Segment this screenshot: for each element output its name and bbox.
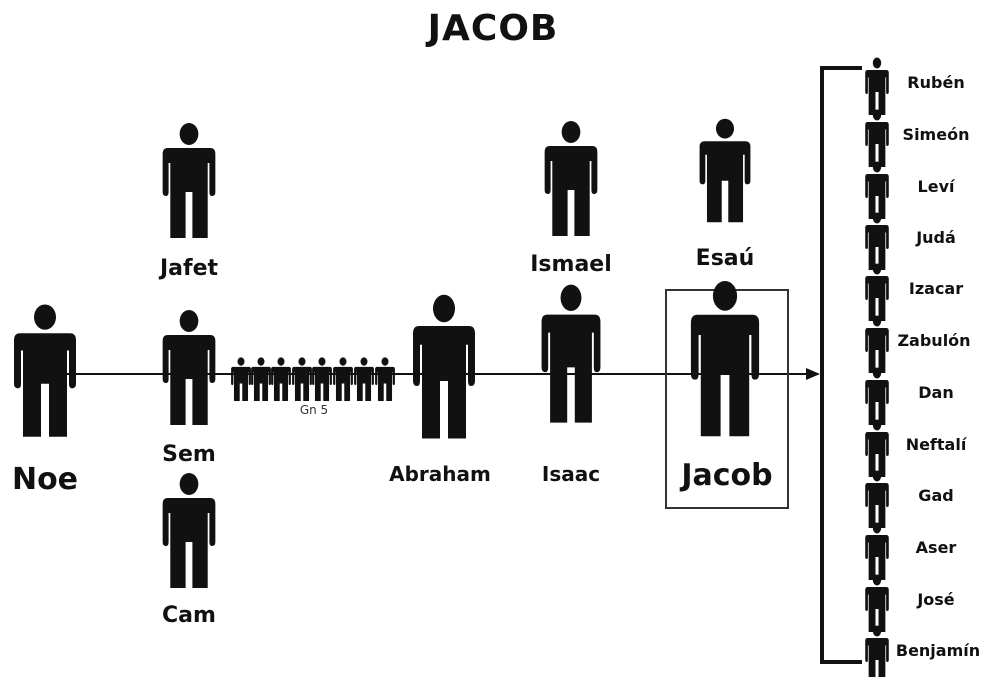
son-figure-7 [865,367,889,425]
isaac-label: Isaac [541,462,601,486]
jafet-label: Jafet [159,256,219,281]
son-label-11: José [917,590,955,609]
son-label-1: Rubén [907,73,965,92]
son-figure-8 [865,419,889,477]
jafet-figure [162,123,216,238]
son-label-5: Izacar [908,279,964,298]
diagram-title: JACOB [427,8,559,49]
son-figure-2 [865,109,889,167]
abraham-label: Abraham [389,462,491,486]
noe-figure [14,304,76,437]
sons-bracket [820,66,862,664]
isaac-figure [541,284,601,423]
cam-figure [162,473,216,588]
son-figure-4 [865,212,889,270]
generation-figure [375,357,395,402]
ismael-figure [544,121,598,236]
generation-figure [292,357,312,402]
son-label-8: Neftalí [905,435,967,454]
sem-figure [162,310,216,425]
generation-figure [312,357,332,402]
son-figure-3 [865,161,889,219]
son-label-9: Gad [918,486,954,505]
sem-label: Sem [162,442,216,467]
cam-label: Cam [162,603,216,628]
timeline-arrowhead [806,368,820,380]
son-figure-12 [865,625,889,677]
son-label-12: Benjamín [895,641,981,660]
ismael-label: Ismael [530,252,612,277]
son-label-7: Dan [918,383,954,402]
son-label-6: Zabulón [897,331,971,350]
generation-figure [271,357,291,402]
generation-figure [251,357,271,402]
jacob-figure [690,281,760,437]
generation-figure [333,357,353,402]
generation-figure [354,357,374,402]
son-label-3: Leví [917,177,955,196]
son-figure-1 [865,57,889,115]
abraham-figure [413,294,475,439]
son-figure-5 [865,263,889,321]
son-figure-10 [865,522,889,580]
jacob-label: Jacob [681,458,773,493]
esau-figure [699,118,751,223]
son-label-10: Aser [915,538,957,557]
son-figure-6 [865,315,889,373]
noe-label: Noe [11,462,79,497]
son-label-2: Simeón [902,125,970,144]
generations-label: Gn 5 [299,403,329,417]
son-figure-11 [865,574,889,632]
esau-label: Esaú [695,246,755,271]
son-figure-9 [865,470,889,528]
generation-figure [231,357,251,402]
son-label-4: Judá [916,228,956,247]
